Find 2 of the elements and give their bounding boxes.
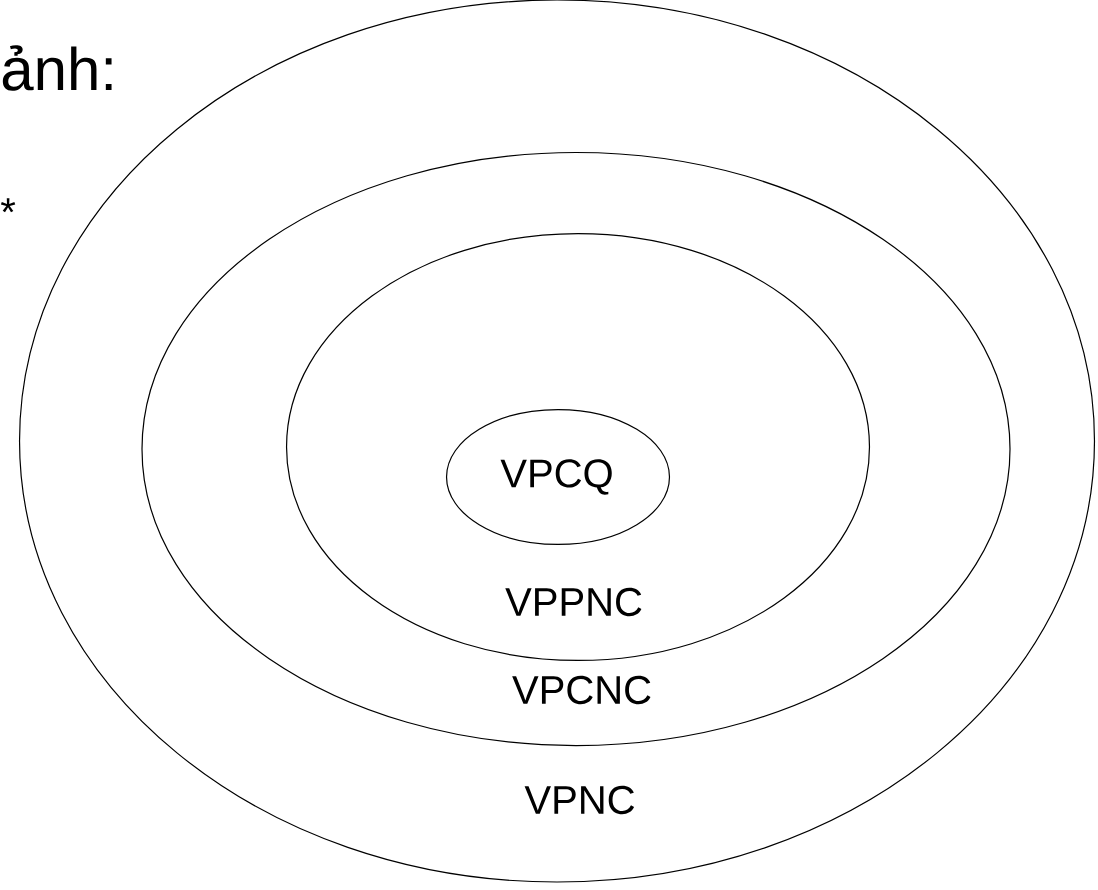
- text-fragment: *: [0, 198, 16, 213]
- text-fragment: ảnh:: [2, 45, 112, 91]
